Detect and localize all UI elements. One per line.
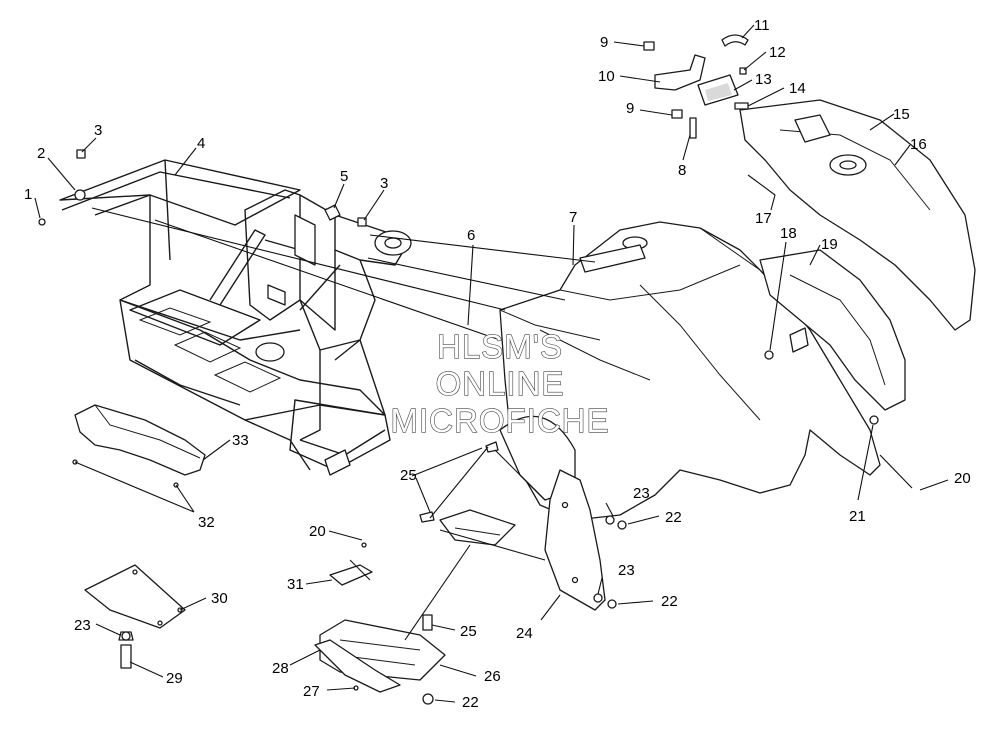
skid-plate	[84, 564, 186, 669]
callout-5: 5	[340, 168, 348, 185]
callout-3-b: 3	[380, 175, 388, 192]
callout-9-b: 9	[626, 100, 634, 117]
callout-17: 17	[755, 210, 772, 227]
callout-20-b: 20	[309, 523, 326, 540]
callout-21: 21	[849, 508, 866, 525]
fasteners	[38, 149, 879, 705]
callout-2: 2	[37, 145, 45, 162]
callout-8: 8	[678, 162, 686, 179]
watermark-line-2: ONLINE	[436, 365, 565, 402]
callout-32: 32	[198, 514, 215, 531]
seat-pad	[74, 404, 206, 476]
callout-9: 9	[600, 34, 608, 51]
callout-18: 18	[780, 225, 797, 242]
footrest-assembly	[314, 509, 516, 693]
callout-4: 4	[197, 135, 205, 152]
tail-light-bracket-group	[643, 34, 749, 139]
assembly-lines	[91, 207, 596, 641]
callout-10: 10	[598, 68, 615, 85]
watermark-line-1: HLSM'S	[437, 328, 563, 365]
callout-20: 20	[954, 470, 971, 487]
callout-labels: 1 2 3 4 5 3 6 7 8 9 9 10 11 12 13 14 15 …	[24, 17, 971, 711]
callout-26: 26	[484, 668, 501, 685]
callout-23-c: 23	[74, 617, 91, 634]
mud-flap	[544, 469, 606, 611]
rear-fender-flare	[739, 99, 976, 411]
callout-19: 19	[821, 236, 838, 253]
callout-25-b: 25	[460, 623, 477, 640]
callout-6: 6	[467, 227, 475, 244]
leader-lines	[34, 24, 949, 703]
frame-assembly	[59, 159, 412, 476]
callout-28: 28	[272, 660, 289, 677]
callout-24: 24	[516, 625, 533, 642]
callout-16: 16	[910, 136, 927, 153]
callout-14: 14	[789, 80, 806, 97]
callout-27: 27	[303, 683, 320, 700]
callout-31: 31	[287, 576, 304, 593]
callout-13: 13	[755, 71, 772, 88]
callout-29: 29	[166, 670, 183, 687]
callout-12: 12	[769, 44, 786, 61]
callout-3: 3	[94, 122, 102, 139]
callout-25: 25	[400, 467, 417, 484]
callout-23-b: 23	[618, 562, 635, 579]
callout-30: 30	[211, 590, 228, 607]
callout-22-b: 22	[661, 593, 678, 610]
callout-22: 22	[665, 509, 682, 526]
callout-15: 15	[893, 106, 910, 123]
callout-1: 1	[24, 186, 32, 203]
watermark-line-3: MICROFICHE	[391, 402, 610, 439]
callout-11: 11	[754, 17, 770, 34]
callout-22-c: 22	[462, 694, 479, 711]
watermark: HLSM'S ONLINE MICROFICHE	[390, 327, 610, 439]
callout-33: 33	[232, 432, 249, 449]
callout-23: 23	[633, 485, 650, 502]
callout-7: 7	[569, 209, 577, 226]
